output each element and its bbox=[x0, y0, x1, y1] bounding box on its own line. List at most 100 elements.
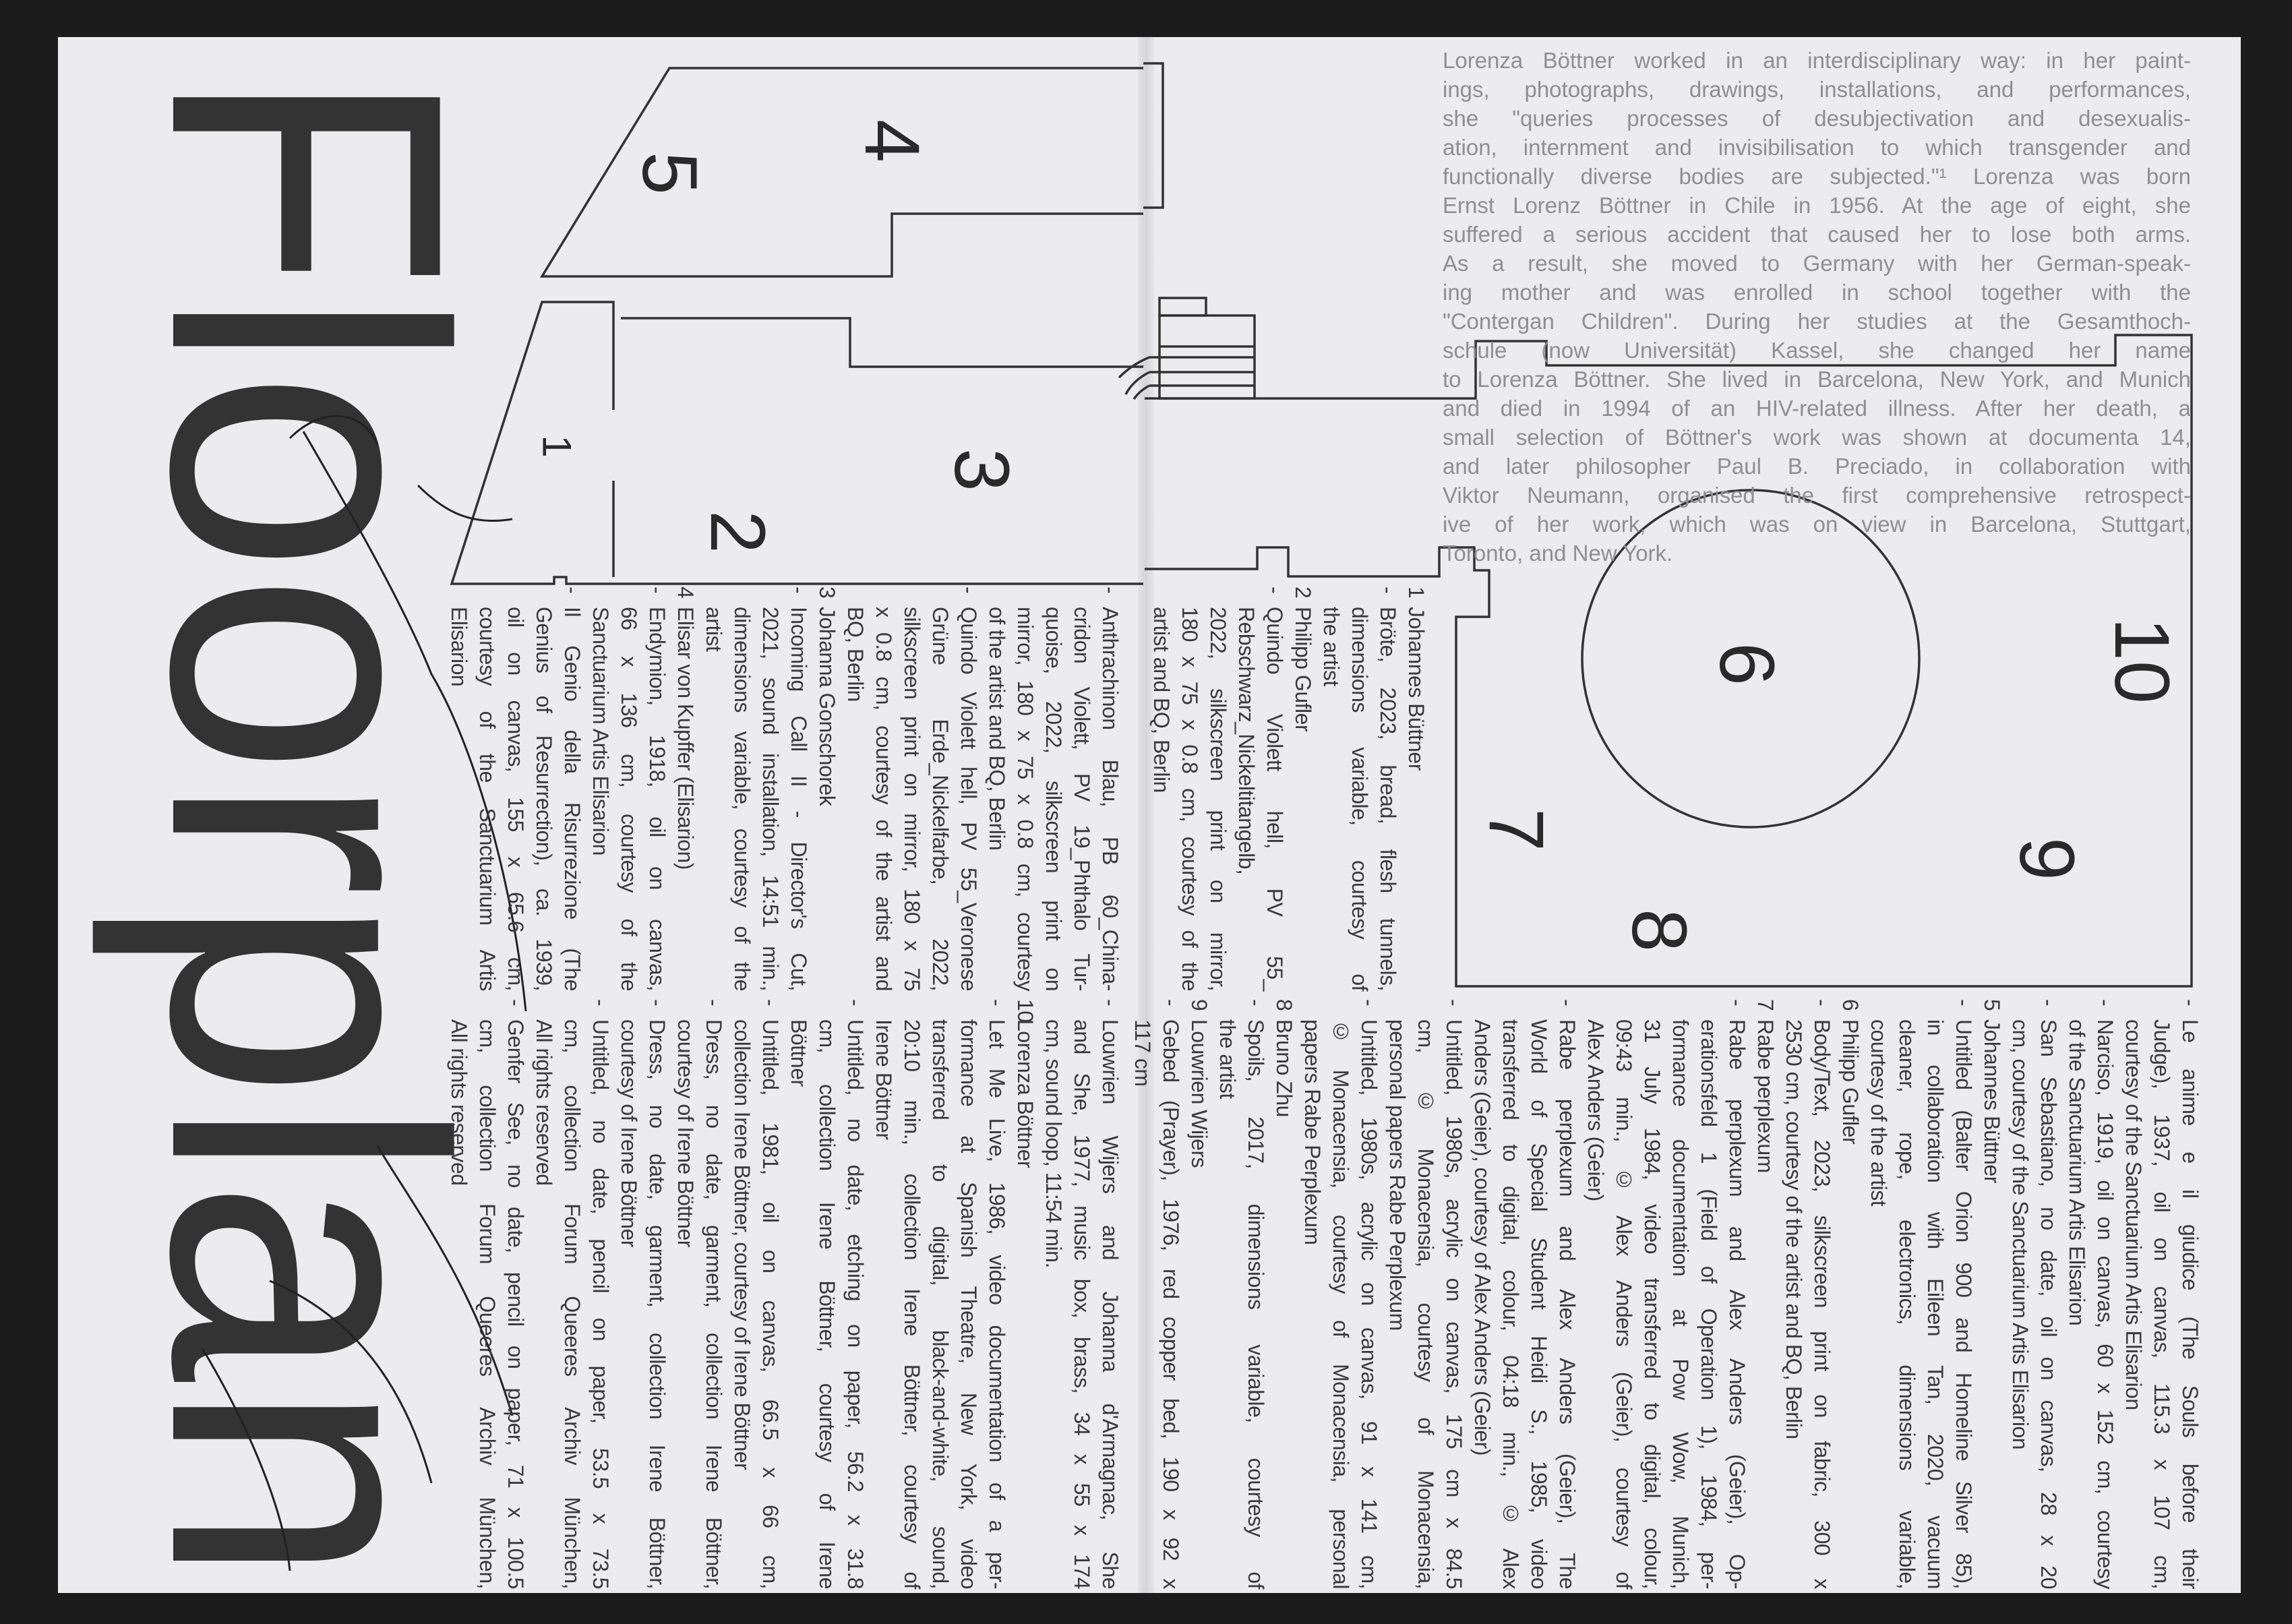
work-entry-line: silkscreen print on mirror, 180 x 75 bbox=[898, 587, 926, 991]
work-entry-line: -Endymion, 1918, oil on canvas, bbox=[643, 587, 671, 991]
bullet-dash: - bbox=[985, 999, 1009, 1006]
artist-name: Philipp Gufler bbox=[1838, 1019, 1863, 1145]
bullet-dash: - bbox=[787, 587, 811, 594]
work-entry-text: 2530 cm, courtesy of the artist and BQ, … bbox=[1782, 1019, 1806, 1439]
work-entry-text: 180 x 75 x 0.8 cm, courtesy of the bbox=[1178, 607, 1202, 991]
bio-line: ing mother and was enrolled in school to… bbox=[1443, 280, 2191, 305]
work-entry-text: formance at Spanish Theatre, New York, v… bbox=[957, 1019, 981, 1589]
work-entry-line: Alex Anders (Geier) bbox=[1581, 999, 1610, 1589]
bullet-dash: - bbox=[843, 999, 868, 1006]
work-entry-line: -Bröte, 2023, bread, flesh tunnels, bbox=[1374, 587, 1402, 991]
work-entry-line: -Body/Text, 2023, silkscreen print on fa… bbox=[1808, 999, 1836, 1589]
room-label-4: 4 bbox=[849, 119, 935, 162]
work-entry-text: © Monacensia, courtesy of Monacensia, pe… bbox=[1329, 1019, 1353, 1589]
work-entry-text: erationsfeld 1 (Field of Operation 1), 1… bbox=[1697, 1019, 1721, 1589]
work-entry-line: -Let Me Live, 1986, video documentation … bbox=[983, 999, 1011, 1589]
work-entry-line: -Untitled (Balter Orion 900 and Homeline… bbox=[1950, 999, 1978, 1589]
room-label-6: 6 bbox=[1703, 642, 1790, 686]
flower-doodle-icon bbox=[201, 415, 527, 1571]
work-entry-text: Untitled, 1981, oil on canvas, 66.5 x 66… bbox=[758, 1019, 783, 1589]
bullet-dash: - bbox=[758, 999, 783, 1006]
room-number: 9 bbox=[1187, 999, 1211, 1011]
work-entry-text: Le anime e il giudice (The Souls before … bbox=[2178, 1019, 2202, 1589]
artist-name: Johannes Büttner bbox=[1980, 1019, 2004, 1183]
work-entry-line: courtesy of Irene Böttner bbox=[671, 999, 700, 1589]
stairs bbox=[1158, 297, 1207, 317]
work-entry-line: the artist bbox=[1213, 999, 1242, 1589]
work-entry-line: formance documentation at Pow Wow, Munic… bbox=[1666, 999, 1695, 1589]
work-entry-text: personal papers Rabe Perplexum bbox=[1385, 1019, 1410, 1331]
room-label-9: 9 bbox=[2003, 837, 2090, 880]
work-entry-line: -Untitled, no date, pencil on paper, 53.… bbox=[586, 999, 615, 1589]
room-wall-inner bbox=[621, 317, 1143, 368]
bio-line: ive of her work, which was on view in Ba… bbox=[1443, 512, 2191, 537]
work-entry-line: cridon Violett, PV 19_Phthalo Tur- bbox=[1068, 587, 1096, 991]
bullet-dash: - bbox=[1244, 999, 1268, 1006]
work-entry-line: - Rabe perplexum and Alex Anders (Geier),… bbox=[1723, 999, 1751, 1589]
bullet-dash: - bbox=[504, 999, 528, 1006]
room-outline-right bbox=[1145, 334, 2193, 988]
work-entry-text: Spoils, 2017, dimensions variable, court… bbox=[1244, 1019, 1268, 1589]
work-entry-line: Judge), 1937, oil on canvas, 115.3 x 107… bbox=[2148, 999, 2176, 1589]
bullet-dash: - bbox=[1725, 999, 1749, 1006]
room-label-1: 1 bbox=[535, 435, 580, 457]
work-entry-text: dimensions variable, courtesy of bbox=[1348, 607, 1372, 991]
artist-name: Bruno Zhu bbox=[1272, 1019, 1296, 1117]
bullet-dash: - bbox=[2093, 999, 2117, 1006]
room-label-3: 3 bbox=[938, 448, 1025, 491]
bullet-dash: - bbox=[2178, 999, 2202, 1006]
bio-line: Lorenza Böttner worked in an interdiscip… bbox=[1443, 48, 2191, 73]
work-entry-line: 2530 cm, courtesy of the artist and BQ, … bbox=[1780, 999, 1808, 1589]
work-entry-line: oil on canvas, 155 x 65.6 cm, bbox=[502, 587, 530, 991]
work-entry-text: Louwrien Wijers and Johanna d'Armagnac, … bbox=[1098, 1019, 1122, 1589]
work-entry-line: dimensions variable, courtesy of bbox=[1346, 587, 1374, 991]
work-entry-text: cm, collection Forum Queeres Archiv Münc… bbox=[475, 1019, 500, 1589]
work-entry-line: formance at Spanish Theatre, New York, v… bbox=[955, 999, 983, 1589]
work-entry-line: Elisarion bbox=[445, 587, 473, 991]
room-number: 8 bbox=[1272, 999, 1296, 1011]
room-number: 3 bbox=[815, 587, 839, 599]
cross-spine-bracket bbox=[1143, 62, 1164, 209]
work-entry-text: and She, 1977, music box, brass, 34 x 55… bbox=[1070, 1019, 1094, 1589]
room-label-2: 2 bbox=[694, 510, 781, 553]
work-entry-text: formance documentation at Pow Wow, Munic… bbox=[1668, 1019, 1693, 1589]
bullet-dash: - bbox=[1555, 999, 1579, 1006]
work-entry-line: cm, © Monacensia, courtesy of Monacensia… bbox=[1412, 999, 1440, 1589]
work-entry-line: Böttner bbox=[785, 999, 813, 1589]
room-number: 2 bbox=[1291, 587, 1315, 599]
round-room bbox=[1581, 489, 1921, 829]
work-entry-line: © Monacensia, courtesy of Monacensia, pe… bbox=[1327, 999, 1355, 1589]
work-entry-text: Rabe perplexum and Alex Anders (Geier), … bbox=[1725, 1019, 1749, 1589]
work-entry-line: courtesy of the artist bbox=[1865, 999, 1893, 1589]
bullet-dash: - bbox=[589, 999, 613, 1006]
work-entry-line: cm, collection Forum Queeres Archiv Münc… bbox=[558, 999, 586, 1589]
work-entry-text: Untitled (Balter Orion 900 and Homeline … bbox=[1952, 1019, 1976, 1589]
room-outline-upper-left bbox=[539, 67, 1143, 278]
work-entry-text: Anthrachinon Blau, PB 60_China- bbox=[1098, 607, 1122, 991]
artist-name: Johannes Büttner bbox=[1404, 607, 1428, 771]
work-entry-text: Untitled, 1980s, acrylic on canvas, 175 … bbox=[1442, 1019, 1466, 1589]
room-label-10: 10 bbox=[2099, 618, 2185, 704]
bullet-dash: - bbox=[1263, 587, 1287, 594]
room-label-8: 8 bbox=[1616, 909, 1702, 952]
bio-line: ings, photographs, drawings, installatio… bbox=[1443, 77, 2191, 102]
work-entry-line: transferred to digital, colour, 04:18 mi… bbox=[1497, 999, 1525, 1589]
work-entry-text: papers Rabe Perplexum bbox=[1300, 1019, 1325, 1245]
bullet-dash: - bbox=[1376, 587, 1400, 594]
work-entry-line: -Untitled, 1980s, acrylic on canvas, 175… bbox=[1440, 999, 1468, 1589]
bullet-dash: - bbox=[702, 999, 726, 1006]
work-entry-text: Elisarion bbox=[447, 607, 471, 687]
work-entry-line: dimensions variable, courtesy of the bbox=[728, 587, 756, 991]
bullet-dash: - bbox=[1098, 999, 1122, 1006]
work-entry-line: and She, 1977, music box, brass, 34 x 55… bbox=[1068, 999, 1096, 1589]
work-entry-line: in collaboration with Eileen Tan, 2020, … bbox=[1921, 999, 1950, 1589]
bio-line: and died in 1994 of an HIV-related illne… bbox=[1443, 396, 2191, 421]
artist-name: Johanna Gonschorek bbox=[815, 607, 839, 806]
work-entry-text: cridon Violett, PV 19_Phthalo Tur- bbox=[1070, 607, 1094, 991]
